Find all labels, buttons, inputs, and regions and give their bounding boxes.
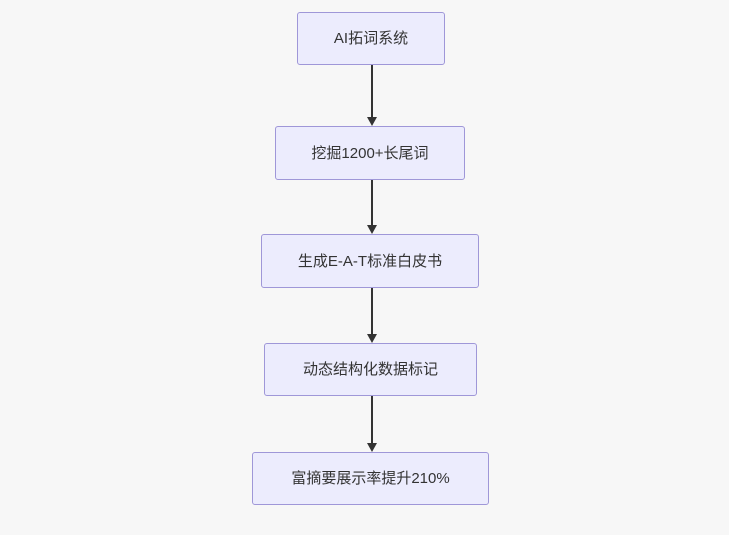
flow-node-dynamic-structured-data[interactable]: 动态结构化数据标记 [264, 343, 477, 396]
flow-edge-line [371, 65, 373, 117]
flow-arrowhead-icon [366, 225, 377, 234]
flow-node-label: 富摘要展示率提升210% [291, 470, 450, 487]
flow-arrowhead-icon [366, 117, 377, 126]
flow-edge-line [371, 288, 373, 334]
flow-node-mine-longtail-keywords[interactable]: 挖掘1200+长尾词 [275, 126, 465, 180]
flow-node-label: 生成E-A-T标准白皮书 [297, 252, 443, 270]
flow-node-generate-eat-whitepaper[interactable]: 生成E-A-T标准白皮书 [261, 234, 479, 288]
flow-node-label: AI拓词系统 [333, 30, 409, 47]
flow-edge-line [371, 396, 373, 443]
flow-edge-line [371, 180, 373, 225]
flow-arrowhead-icon [366, 443, 377, 452]
flow-node-ai-keyword-system[interactable]: AI拓词系统 [297, 12, 445, 65]
flow-node-rich-snippet-rate[interactable]: 富摘要展示率提升210% [252, 452, 489, 505]
flow-arrowhead-icon [366, 334, 377, 343]
flow-node-label: 挖掘1200+长尾词 [311, 144, 429, 162]
flow-node-label: 动态结构化数据标记 [302, 361, 438, 378]
